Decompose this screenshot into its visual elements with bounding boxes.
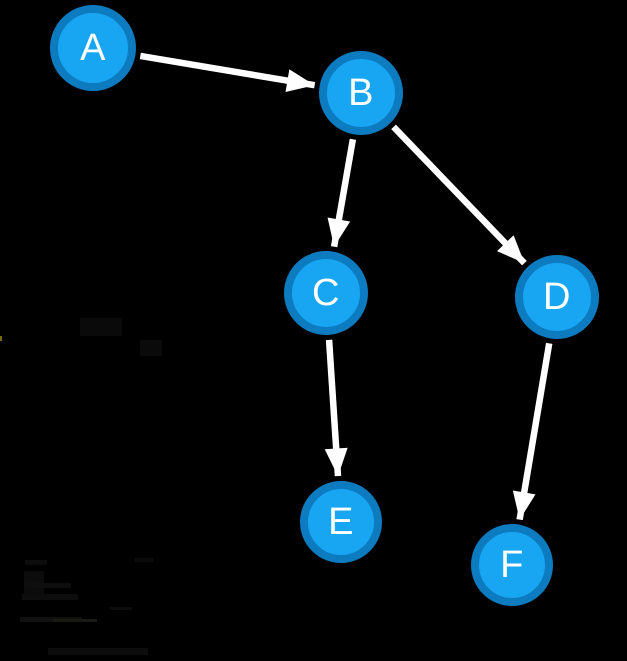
node-D[interactable]: D (515, 255, 599, 339)
faint-artifact-8 (110, 607, 132, 610)
faint-artifact-4 (135, 558, 153, 562)
node-circle-C[interactable] (284, 251, 368, 335)
faint-artifact-0 (80, 318, 122, 336)
faint-artifact-9 (20, 617, 82, 622)
faint-artifact-11 (48, 648, 148, 655)
faint-artifact-7 (22, 594, 78, 600)
background-artifacts (0, 318, 162, 655)
node-A[interactable]: A (50, 5, 136, 91)
node-circle-A[interactable] (50, 5, 136, 91)
faint-artifact-3 (25, 560, 47, 565)
faint-artifact-10 (53, 619, 97, 622)
edge-C-E (324, 339, 348, 477)
faint-artifact-6 (25, 583, 71, 588)
node-B[interactable]: B (319, 51, 403, 135)
node-circle-B[interactable] (319, 51, 403, 135)
edge-B-D (391, 124, 527, 266)
edge-layer (139, 52, 553, 521)
node-circle-E[interactable] (300, 481, 382, 563)
faint-artifact-2 (0, 336, 2, 341)
node-label-E: E (328, 501, 354, 543)
node-circle-F[interactable] (471, 524, 553, 606)
node-layer: A B C D E F (50, 5, 599, 606)
node-label-F: F (500, 544, 524, 586)
edge-D-F (512, 342, 553, 521)
node-label-A: A (80, 27, 106, 69)
edge-A-B (139, 52, 316, 92)
node-label-B: B (348, 72, 374, 114)
node-circle-D[interactable] (515, 255, 599, 339)
node-F[interactable]: F (471, 524, 553, 606)
node-E[interactable]: E (300, 481, 382, 563)
node-label-C: C (312, 272, 340, 314)
edge-B-C (327, 138, 357, 248)
faint-artifact-1 (140, 340, 162, 356)
node-C[interactable]: C (284, 251, 368, 335)
node-label-D: D (543, 276, 571, 318)
